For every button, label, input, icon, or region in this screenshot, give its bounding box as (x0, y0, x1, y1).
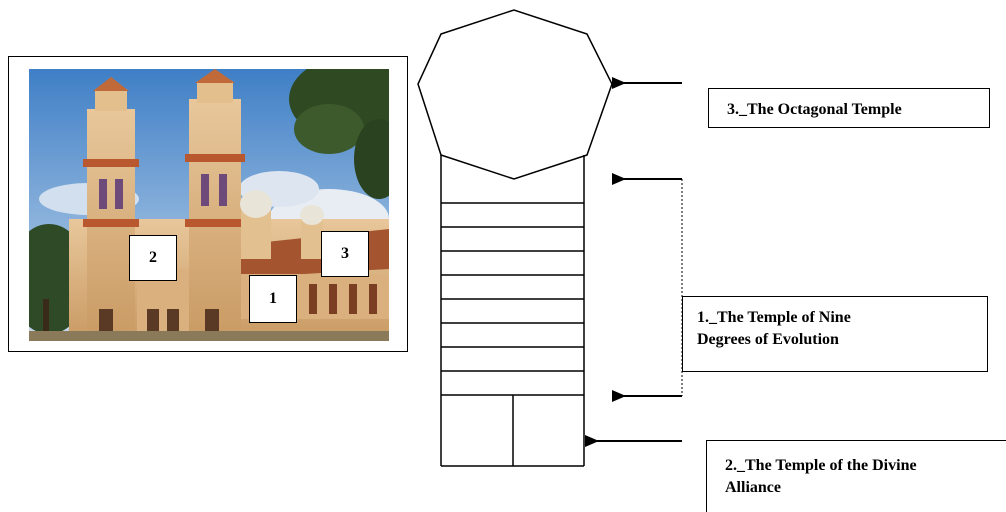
nine-degrees-body (440, 155, 585, 466)
octagonal-temple-shape (417, 9, 613, 180)
marker-2: 2 (129, 235, 177, 281)
label-divine-alliance: 2._The Temple of the Divine Alliance (706, 440, 1006, 512)
label-divine-alliance-line1: 2._The Temple of the Divine (725, 457, 917, 474)
label-octagonal-temple: 3._The Octagonal Temple (708, 88, 990, 128)
label-nine-degrees-line2: Degrees of Evolution (697, 331, 839, 348)
temple-photo-frame: 2 3 1 (8, 56, 408, 352)
label-nine-degrees: 1._The Temple of Nine Degrees of Evoluti… (682, 296, 988, 372)
label-octagonal-temple-text: 3._The Octagonal Temple (727, 101, 902, 118)
temple-photo: 2 3 1 (29, 69, 389, 341)
divine-alliance-base (441, 394, 584, 467)
marker-1: 1 (249, 275, 297, 323)
label-nine-degrees-line1: 1._The Temple of Nine (697, 309, 851, 326)
marker-3: 3 (321, 231, 369, 277)
label-divine-alliance-line2: Alliance (725, 479, 781, 496)
